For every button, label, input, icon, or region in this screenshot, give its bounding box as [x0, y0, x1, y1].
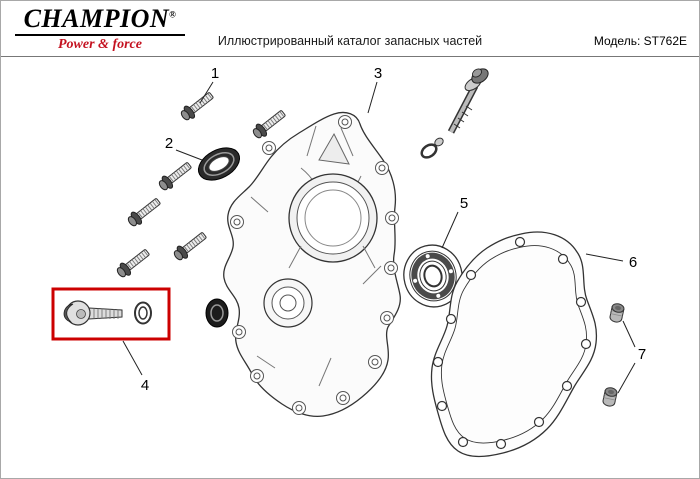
callout-number-1: 1 [211, 65, 219, 82]
oil-seal-part [197, 147, 241, 181]
bolt-part [177, 88, 217, 124]
bolt-part [124, 194, 164, 230]
drain-plug-part [63, 300, 152, 326]
callout-number-4: 4 [141, 377, 149, 394]
bolt-part [113, 245, 153, 281]
bolt-part [249, 106, 289, 142]
callout-number-2: 2 [165, 135, 173, 152]
brand-name: CHAMPION® [15, 6, 185, 36]
champion-logo: CHAMPION® Power & force [15, 6, 185, 53]
brand-tagline: Power & force [58, 37, 142, 52]
callout-number-5: 5 [460, 195, 468, 212]
dipstick-part [420, 68, 489, 159]
parts-diagram: 1 2 3 4 5 6 7 [51, 65, 646, 458]
model-label: Модель: ST762E [593, 34, 687, 48]
header-divider [1, 56, 699, 57]
catalog-title: Иллюстрированный каталог запасных частей [217, 34, 483, 48]
highlight-box [51, 287, 171, 341]
bolt-part [155, 158, 195, 194]
callout-number-7: 7 [638, 346, 646, 363]
crankcase-cover-part [205, 111, 401, 418]
callout-number-6: 6 [629, 254, 637, 271]
plugs-part [601, 302, 626, 408]
bolt-part [170, 228, 210, 264]
brand-text: CHAMPION [23, 4, 170, 33]
registered-mark: ® [169, 9, 177, 20]
gasket-part [430, 231, 598, 458]
callout-leader-lines [122, 81, 636, 394]
plug-part [601, 386, 619, 408]
bearing-part [403, 244, 463, 308]
plug-part [608, 302, 626, 324]
callout-number-3: 3 [374, 65, 382, 82]
